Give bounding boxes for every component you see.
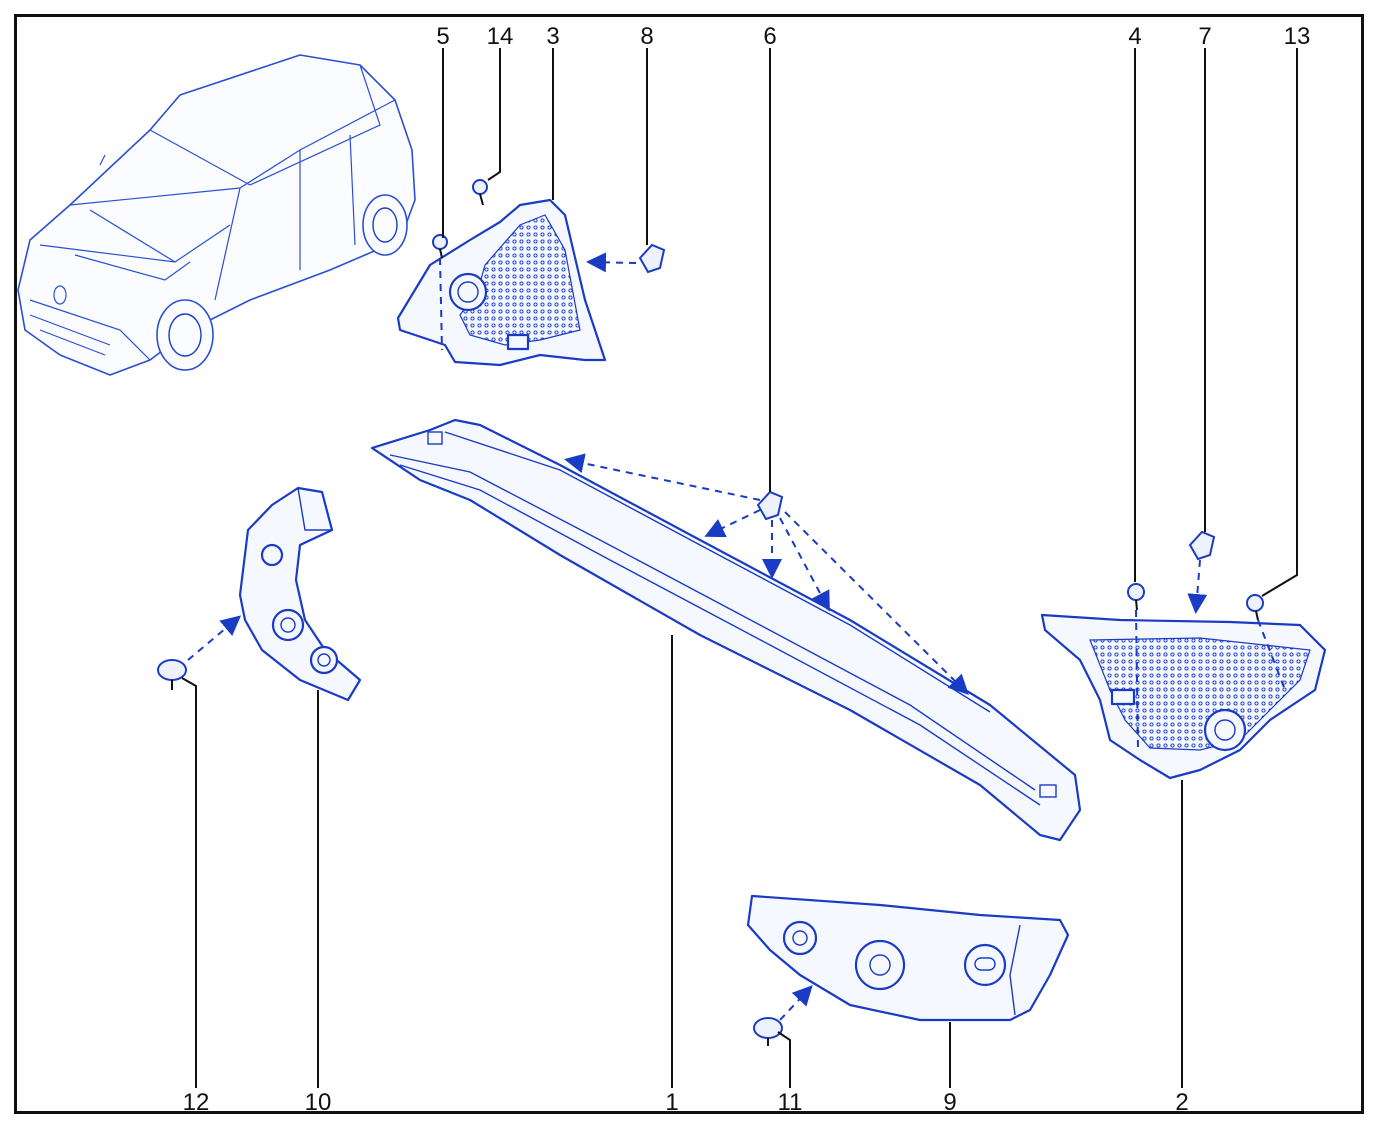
label-1: 1 [665,1089,678,1116]
plug-11 [753,1017,783,1046]
leader-lines [181,48,1298,1088]
label-3: 3 [546,23,559,50]
clip-7 [1188,530,1216,561]
part-2-right-cowl-panel [1040,613,1327,780]
label-2: 2 [1175,1089,1188,1116]
clip-8 [638,243,666,274]
assembly-arrows [187,252,1286,1021]
fastener-4 [1127,583,1145,611]
fastener-14 [472,179,488,206]
fastener-13 [1246,594,1264,621]
car-illustration [17,54,416,376]
label-10: 10 [305,1089,332,1116]
callout-labels: 5 14 3 8 6 4 7 13 12 10 1 11 9 2 [183,23,1311,1116]
label-4: 4 [1128,23,1141,50]
label-11: 11 [778,1089,803,1116]
clip-6 [756,490,784,521]
label-6: 6 [763,23,776,50]
label-7: 7 [1198,23,1211,50]
label-13: 13 [1284,23,1311,50]
label-12: 12 [183,1089,210,1116]
label-9: 9 [943,1089,956,1116]
part-1-cowl-panel [370,418,1082,842]
label-5: 5 [436,23,449,50]
label-8: 8 [640,23,653,50]
plug-12 [157,659,187,690]
part-3-left-cowl-panel [396,198,607,367]
fastener-5 [432,234,448,259]
part-10-left-lower-panel [238,486,362,702]
label-14: 14 [487,23,514,50]
part-9-lower-panel [746,894,1070,1022]
